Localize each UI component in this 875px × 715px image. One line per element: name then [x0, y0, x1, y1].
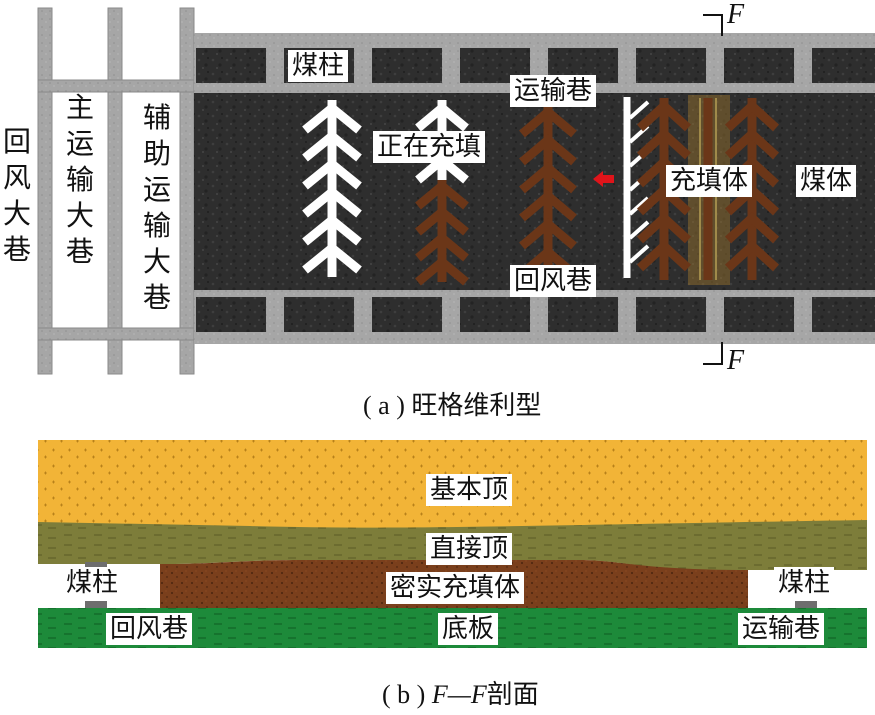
main-roof-label: 基本顶 — [426, 474, 513, 506]
bottom-coal-pillars — [196, 297, 875, 332]
immediate-roof-label: 直接顶 — [426, 533, 513, 565]
haulage-gate-marker-bottom — [795, 601, 817, 608]
coal-body-label: 煤体 — [796, 165, 857, 197]
section-right-pillar-label: 煤柱 — [774, 567, 835, 599]
filling-now-label: 正在充填 — [373, 131, 486, 163]
section-left-pillar-label: 煤柱 — [62, 567, 123, 599]
dense-backfill-label: 密实充填体 — [386, 572, 525, 604]
aux-haulage-roadway — [179, 7, 195, 375]
section-marker-bottom — [703, 342, 723, 365]
aux-haulage-roadway-label: 辅助运输大巷 — [142, 101, 171, 314]
coal-pillar-label: 煤柱 — [288, 50, 349, 82]
caption-b: ( b ) F—F剖面 — [382, 674, 539, 711]
backfill-body-label: 充填体 — [666, 165, 753, 197]
caption-a: ( a ) 旺格维利型 — [363, 391, 542, 420]
section-return-gate-label: 回风巷 — [106, 613, 193, 645]
return-gate-marker-bottom — [85, 601, 107, 608]
caption-b-prefix: ( b ) — [382, 680, 432, 709]
return-main-roadway — [37, 7, 53, 375]
floor-label: 底板 — [438, 613, 499, 645]
section-mark-top: F — [727, 0, 745, 30]
caption-b-section: F—F — [431, 680, 487, 709]
herringbone-filling — [415, 100, 469, 286]
section-marker-top — [703, 14, 723, 36]
main-haulage-roadway — [107, 7, 123, 375]
herringbone-empty-1 — [302, 100, 362, 277]
caption-b-suffix: 剖面 — [486, 680, 539, 709]
haulage-gate-label: 运输巷 — [510, 75, 597, 107]
return-main-roadway-label: 回风大巷 — [2, 125, 31, 266]
main-haulage-roadway-label: 主运输大巷 — [65, 91, 94, 268]
advance-arrow — [593, 171, 614, 187]
section-haulage-gate-label: 运输巷 — [738, 613, 825, 645]
section-mark-bottom: F — [727, 345, 745, 376]
return-gate-label: 回风巷 — [510, 265, 597, 297]
return-gate-marker-top — [85, 562, 107, 569]
